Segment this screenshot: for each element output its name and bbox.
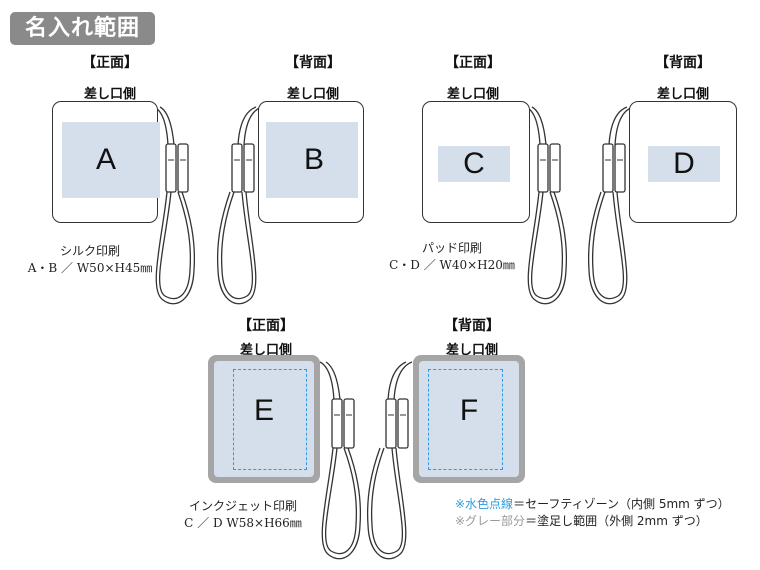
print-area-c: [438, 146, 510, 182]
label-port-d: 差し口側: [656, 87, 709, 102]
legend-safe-marker: ※水色点線: [455, 497, 514, 511]
note-inkjet: インクジェット印刷 C ／ D W58×H66㎜: [168, 498, 318, 532]
letter-d: D: [673, 147, 695, 180]
note-inkjet-size: C ／ D W58×H66㎜: [184, 516, 302, 530]
label-port-b: 差し口側: [286, 87, 339, 102]
label-back-d: 【背面】: [655, 55, 711, 71]
section-title: 名入れ範囲: [10, 12, 155, 45]
legend-bleed-marker: ※グレー部分: [455, 514, 526, 528]
legend-bleed: ※グレー部分＝塗足し範囲（外側 2mm ずつ）: [455, 513, 708, 530]
note-pad-size: C・D ／ W40×H20㎜: [389, 258, 515, 272]
label-port-f: 差し口側: [445, 343, 498, 358]
print-area-a: [62, 122, 160, 198]
note-silk-title: シルク印刷: [59, 244, 120, 258]
legend-safe-text: ＝セーフティゾーン（内側 5mm ずつ）: [513, 497, 730, 511]
label-port-a: 差し口側: [83, 87, 136, 102]
legend-bleed-text: ＝塗足し範囲（外側 2mm ずつ）: [525, 514, 708, 528]
label-back-f: 【背面】: [444, 318, 500, 334]
label-front-c: 【正面】: [445, 55, 501, 71]
note-pad: パッド印刷 C・D ／ W40×H20㎜: [372, 240, 532, 274]
letter-f: F: [459, 394, 479, 427]
note-inkjet-title: インクジェット印刷: [188, 499, 297, 513]
label-front-a: 【正面】: [82, 55, 138, 71]
label-port-c: 差し口側: [446, 87, 499, 102]
note-pad-title: パッド印刷: [421, 241, 482, 255]
label-front-e: 【正面】: [238, 318, 294, 334]
label-back-b: 【背面】: [285, 55, 341, 71]
letter-e: E: [253, 394, 274, 427]
print-area-d: [648, 146, 720, 182]
note-silk: シルク印刷 A・B ／ W50×H45㎜: [10, 243, 170, 277]
letter-c: C: [463, 147, 485, 180]
print-area-b: [266, 122, 358, 198]
print-area-e: [214, 361, 314, 477]
label-port-e: 差し口側: [239, 343, 292, 358]
safe-zone-f: [428, 369, 503, 470]
letter-a: A: [95, 143, 116, 176]
letter-b: B: [303, 143, 324, 176]
note-silk-size: A・B ／ W50×H45㎜: [27, 261, 153, 275]
legend-safe-zone: ※水色点線＝セーフティゾーン（内側 5mm ずつ）: [455, 496, 730, 513]
safe-zone-e: [233, 369, 307, 470]
